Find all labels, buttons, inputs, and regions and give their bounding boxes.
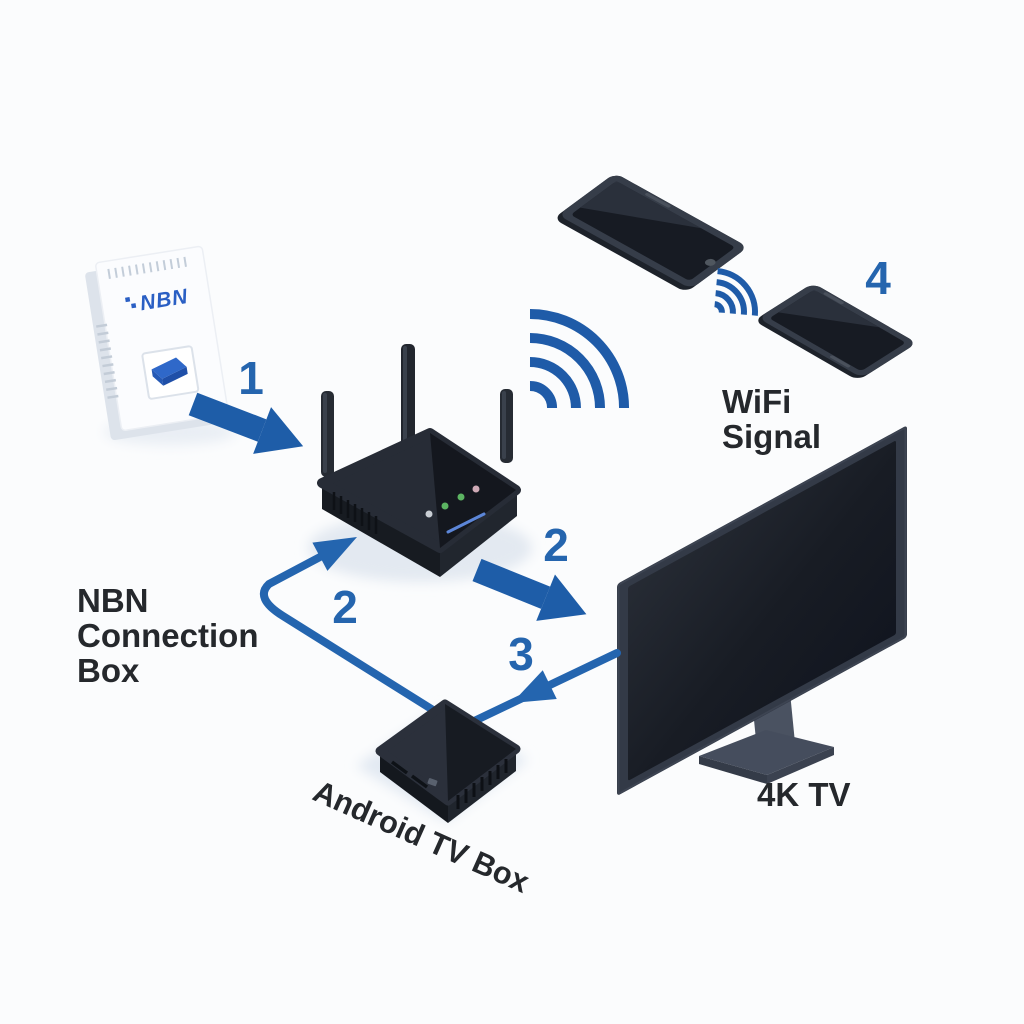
box-logo-mark — [427, 778, 438, 787]
step-2-label-box-router: 2 — [332, 581, 358, 633]
tablet-speaker-slot — [645, 192, 671, 208]
box-vents — [456, 759, 508, 809]
router-vents — [332, 492, 378, 534]
cable-step-3-arrowhead — [512, 670, 557, 703]
wifi-signal-label-line2: Signal — [722, 418, 821, 455]
step-1-label: 1 — [238, 352, 264, 404]
tv-screen — [628, 441, 896, 781]
nbn-box-label-line3: Box — [77, 652, 140, 689]
nbn-connection-box-icon: NBN — [85, 245, 229, 441]
nbn-box-label: NBN Connection Box — [77, 582, 258, 689]
arrow-step-1 — [188, 392, 304, 454]
phone-speaker-slot — [823, 292, 844, 305]
nbn-box-label-line1: NBN — [77, 582, 149, 619]
router-status-leds — [425, 485, 480, 518]
router-antennas — [321, 344, 513, 477]
router-side-right — [440, 491, 517, 577]
nbn-box-label-line2: Connection — [77, 617, 258, 654]
tv-body — [617, 426, 907, 795]
router-light-bar — [446, 512, 486, 534]
arrow-step-2 — [472, 558, 587, 621]
port-plug — [151, 357, 188, 386]
vent-slots-side — [96, 323, 119, 399]
cable-step-2-box-to-router — [259, 537, 437, 714]
router-icon — [317, 344, 521, 577]
tv-label: 4K TV — [757, 776, 851, 813]
cable-step-2-arrowhead — [312, 537, 357, 571]
box-ports — [390, 760, 429, 789]
tablet-home-button — [704, 258, 716, 266]
cable-step-3-tv-to-box — [464, 649, 621, 728]
step-2-label-router-tv: 2 — [543, 519, 569, 571]
phone-bottom-slot — [829, 355, 851, 368]
wifi-signal-label: WiFi Signal — [722, 383, 821, 455]
step-4-label: 4 — [865, 252, 891, 304]
tablet-icon — [557, 175, 744, 290]
tv-icon — [617, 426, 907, 795]
tv-stand-base-side — [767, 747, 834, 784]
wifi-signal-icon — [529, 308, 630, 409]
vent-slots-top — [107, 256, 187, 279]
tv-stand-base-front — [699, 756, 767, 784]
wifi-signal-label-line1: WiFi — [722, 383, 791, 420]
tablet-screen-glare — [580, 181, 702, 229]
step-3-label: 3 — [508, 628, 534, 680]
android-tv-box-icon — [375, 699, 521, 823]
device-wifi-icon — [714, 268, 758, 316]
phone-icon — [758, 285, 913, 378]
box-top-gloss — [445, 704, 516, 801]
router-side-left — [322, 484, 440, 577]
phone-screen-glare — [778, 289, 880, 328]
tv-stand-base-top — [699, 730, 834, 775]
